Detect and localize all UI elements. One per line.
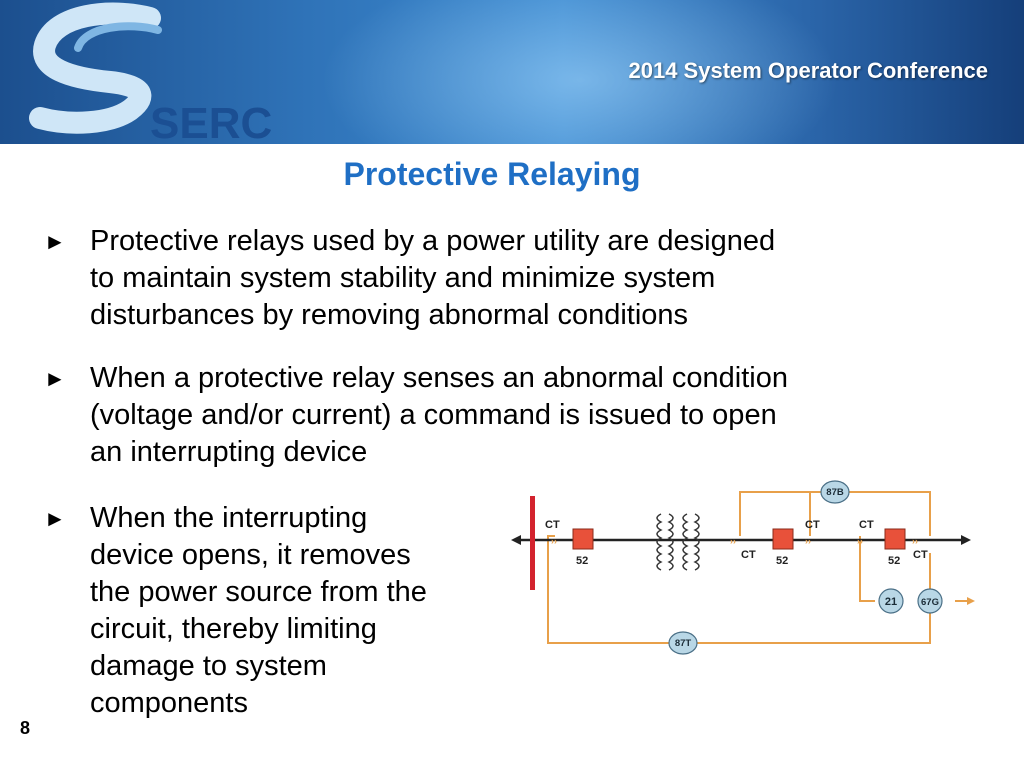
relay-21-label: 21 <box>885 596 897 608</box>
bullet-item: ► Protective relays used by a power util… <box>44 223 974 343</box>
relay-21 <box>878 588 904 614</box>
bullet-item: ► When a protective relay senses an abno… <box>44 360 974 480</box>
slide-title: Protective Relaying <box>343 156 641 192</box>
wire-87t <box>547 535 931 644</box>
relay-67g-label: 67G <box>921 597 939 608</box>
bus-bar <box>530 496 535 590</box>
bullet-arrow-icon: ► <box>44 229 66 254</box>
page-number: 8 <box>20 718 31 738</box>
label-breaker: 52 <box>888 555 900 567</box>
svg-text:››: ›› <box>857 536 863 546</box>
label-ct: CT <box>545 519 560 531</box>
bullet-arrow-icon: ► <box>44 366 66 391</box>
label-ct: CT <box>859 519 874 531</box>
bullet-text: When the interrupting device opens, it r… <box>90 502 427 719</box>
header-glow <box>320 0 840 144</box>
transformer-icon <box>656 513 700 571</box>
label-ct: CT <box>805 519 820 531</box>
label-ct: CT <box>741 549 756 561</box>
bullet-text: Protective relays used by a power utilit… <box>90 225 776 331</box>
header-banner: SERC 2014 System Operator Conference <box>0 0 1024 144</box>
breaker-3 <box>884 528 906 550</box>
label-breaker: 52 <box>576 555 588 567</box>
bullet-text: When a protective relay senses an abnorm… <box>90 362 788 468</box>
svg-text:››: ›› <box>551 536 557 546</box>
relay-87b-label: 87B <box>826 487 844 498</box>
svg-text:››: ›› <box>912 536 918 546</box>
svg-text:››: ›› <box>730 536 736 546</box>
breaker-2 <box>772 528 794 550</box>
logo-swoosh-icon <box>29 2 161 134</box>
relay-87t <box>668 631 698 655</box>
line-arrow-right-icon <box>961 535 971 545</box>
label-breaker: 52 <box>776 555 788 567</box>
ct-marks: ›› ›› ›› ›› ›› <box>551 536 918 546</box>
relay-67g <box>917 588 943 614</box>
relay-diagram: ›› ›› ›› ›› ›› CT 52 CT CT 52 CT CT 52 8… <box>511 480 975 655</box>
wire-relay-feed <box>859 536 875 602</box>
svg-text:››: ›› <box>805 536 811 546</box>
bullet-item: ► When the interrupting device opens, it… <box>44 500 514 730</box>
bullet-arrow-icon: ► <box>44 506 66 531</box>
arrow-67g-icon <box>967 597 975 605</box>
relay-87b <box>820 480 850 504</box>
relay-87t-label: 87T <box>675 638 692 649</box>
line-arrow-left-icon <box>511 535 521 545</box>
breaker-1 <box>572 528 594 550</box>
label-ct: CT <box>913 549 928 561</box>
serc-logo: SERC <box>29 2 272 144</box>
conference-title: 2014 System Operator Conference <box>628 58 989 83</box>
logo-text: SERC <box>150 99 272 144</box>
